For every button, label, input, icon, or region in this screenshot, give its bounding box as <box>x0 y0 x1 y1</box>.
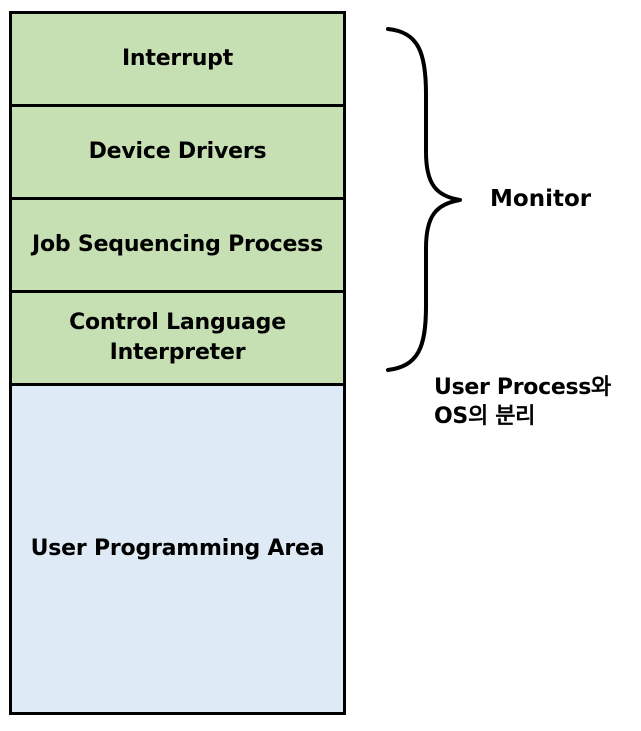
job-sequencing-block: Job Sequencing Process <box>12 200 343 293</box>
separation-note-line1: User Process와 <box>434 375 611 400</box>
separation-note: User Process와 OS의 분리 <box>434 373 611 431</box>
control-language-label: Control Language Interpreter <box>63 308 292 368</box>
control-language-label-line2: Interpreter <box>109 340 246 365</box>
control-language-label-line1: Control Language <box>69 310 286 335</box>
device-drivers-label: Device Drivers <box>88 139 267 164</box>
user-programming-area-label: User Programming Area <box>30 536 325 561</box>
user-programming-area-block: User Programming Area <box>12 386 343 712</box>
job-sequencing-label: Job Sequencing Process <box>32 232 323 257</box>
control-language-block: Control Language Interpreter <box>12 293 343 386</box>
interrupt-label: Interrupt <box>121 46 234 71</box>
memory-stack: Interrupt Device Drivers Job Sequencing … <box>9 11 346 715</box>
monitor-brace-icon <box>386 27 462 372</box>
device-drivers-block: Device Drivers <box>12 107 343 200</box>
monitor-label: Monitor <box>490 186 592 212</box>
interrupt-block: Interrupt <box>12 14 343 107</box>
separation-note-line2: OS의 분리 <box>434 404 536 429</box>
